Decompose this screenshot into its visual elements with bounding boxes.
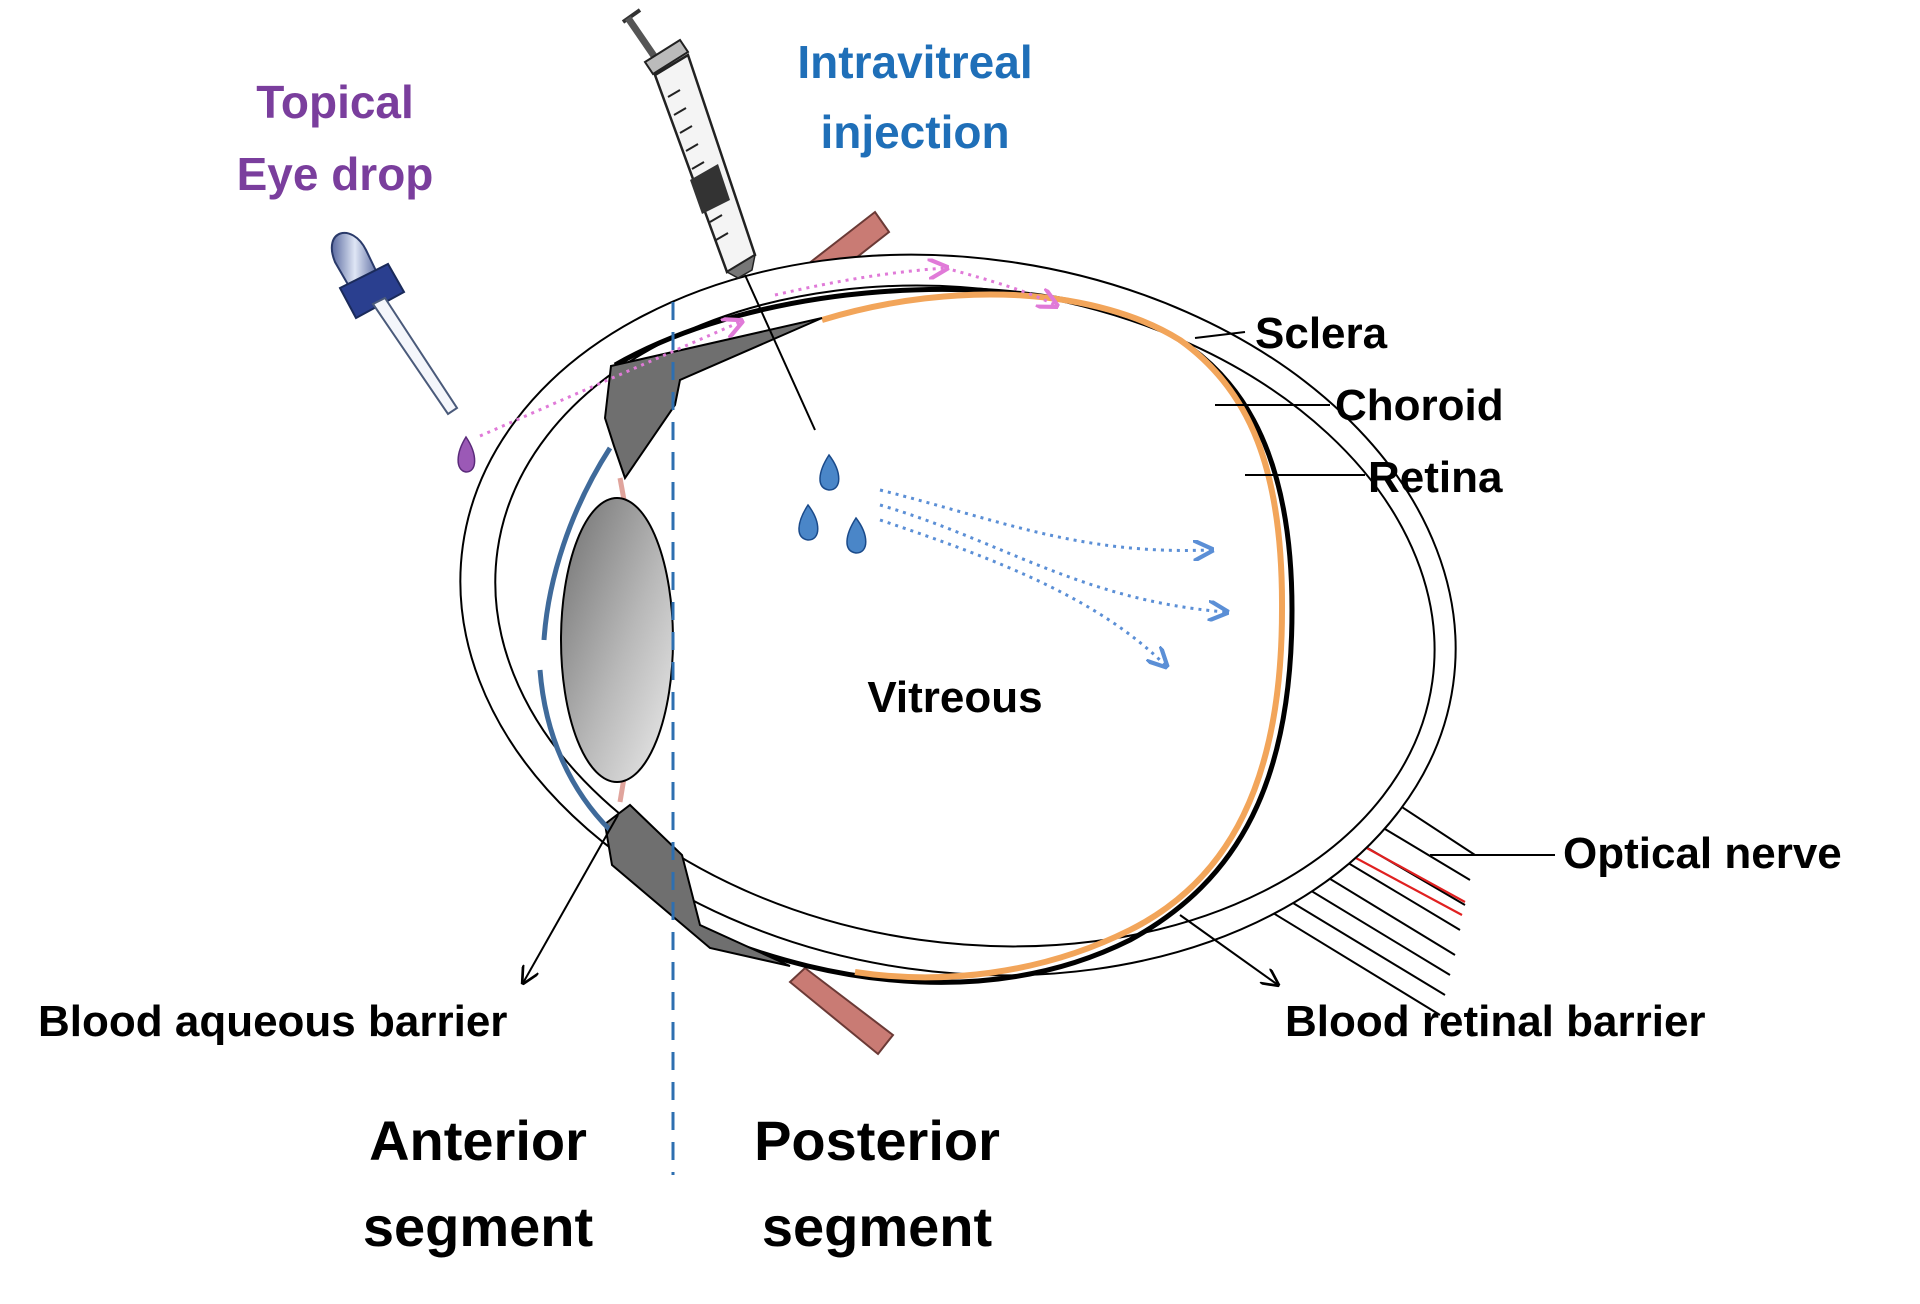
anterior-segment-label-line1: Anterior <box>369 1109 587 1172</box>
drug-drop-blue-2 <box>798 503 819 541</box>
intravitreal-label-line2: injection <box>820 106 1009 158</box>
posterior-segment-label-line1: Posterior <box>754 1109 1000 1172</box>
blood-aqueous-barrier-label: Blood aqueous barrier <box>38 997 507 1046</box>
iris-top <box>541 446 613 641</box>
topical-label-line2: Eye drop <box>237 148 434 200</box>
blood-aqueous-barrier-arrow <box>523 814 619 983</box>
retina-label: Retina <box>1368 453 1503 502</box>
extraocular-muscle-bottom <box>788 966 895 1056</box>
leader-lines <box>523 331 1555 985</box>
lens <box>560 497 674 783</box>
eye-drop-purple <box>457 435 476 473</box>
iris-bottom <box>537 669 612 832</box>
blood-retinal-barrier-arrow <box>1179 914 1278 985</box>
ciliary-body-top <box>603 317 823 481</box>
blood-retinal-barrier-label: Blood retinal barrier <box>1285 997 1706 1046</box>
diffusion-arrow-2 <box>879 503 1225 612</box>
eye-dropper-icon <box>330 231 459 416</box>
anterior-segment-label-line2: segment <box>363 1195 593 1258</box>
sclera-leader <box>1194 331 1246 339</box>
diffusion-arrow-1 <box>879 488 1210 550</box>
diffusion-arrow-3 <box>879 518 1165 665</box>
intravitreal-label-line1: Intravitreal <box>797 36 1032 88</box>
zonule-top <box>617 477 627 501</box>
ciliary-body-bottom <box>603 803 791 967</box>
retina-layer <box>821 291 1286 981</box>
drug-drop-blue-3 <box>846 516 867 554</box>
eyeball <box>459 253 1457 977</box>
sclera-label: Sclera <box>1255 309 1388 358</box>
drug-drop-blue-1 <box>819 453 840 491</box>
syringe-icon <box>621 8 816 431</box>
posterior-segment-label-line2: segment <box>762 1195 992 1258</box>
vitreous-label: Vitreous <box>867 673 1042 722</box>
choroid-label: Choroid <box>1335 381 1504 430</box>
topical-route-arrow-2 <box>774 268 945 297</box>
topical-route-arrow-3 <box>944 266 1055 305</box>
topical-label-line1: Topical <box>256 76 414 128</box>
choroid-layer <box>613 287 1295 985</box>
optical-nerve-label: Optical nerve <box>1563 829 1842 878</box>
